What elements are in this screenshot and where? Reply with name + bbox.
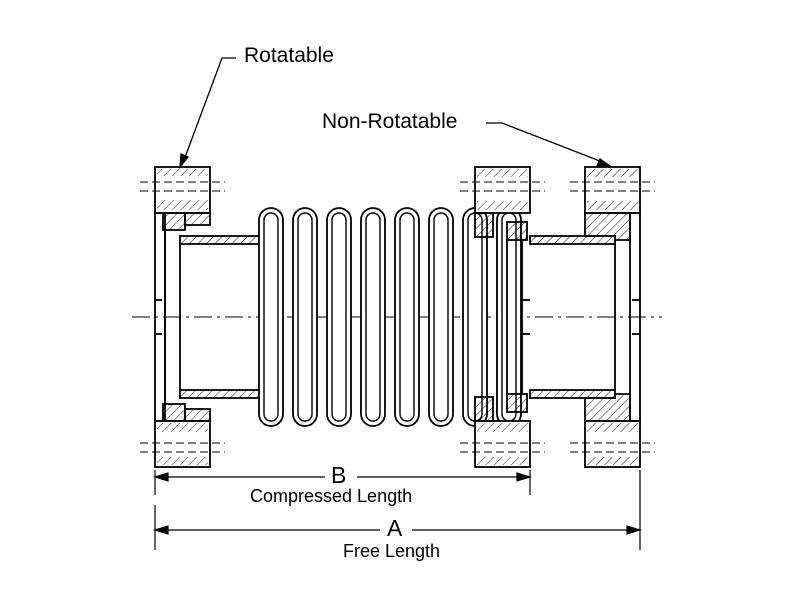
dimension-a-line xyxy=(152,470,643,550)
left-flange-rotatable xyxy=(140,166,225,468)
convolution-inner xyxy=(365,212,381,422)
dimension-a-caption: Free Length xyxy=(343,541,441,561)
non-rotatable-label: Non-Rotatable xyxy=(322,110,458,133)
middle-flange xyxy=(460,166,545,468)
convolution-inner xyxy=(331,212,347,422)
dimension-b-letter: B xyxy=(331,462,347,488)
convolution-inner xyxy=(263,212,279,422)
dimension-b-line xyxy=(152,470,533,495)
convolution-outer xyxy=(292,207,318,427)
rotatable-leader-arrow xyxy=(179,57,236,170)
convolution-inner xyxy=(433,212,449,422)
dimension-a-letter: A xyxy=(387,515,403,541)
convolution-outer xyxy=(462,207,488,427)
dimension-b-caption: Compressed Length xyxy=(250,486,413,506)
rotatable-label: Rotatable xyxy=(244,44,334,67)
left-tube xyxy=(179,235,266,399)
convolution-outer xyxy=(326,207,352,427)
convolution-outer xyxy=(428,207,454,427)
right-flange-non-rotatable xyxy=(570,166,655,468)
non-rotatable-leader-arrow xyxy=(486,122,613,167)
convolution-outer xyxy=(360,207,386,427)
bellows-convolutions xyxy=(258,207,522,427)
convolution-outer xyxy=(394,207,420,427)
convolution-inner xyxy=(399,212,415,422)
convolution-inner xyxy=(297,212,313,422)
convolution-outer xyxy=(258,207,284,427)
